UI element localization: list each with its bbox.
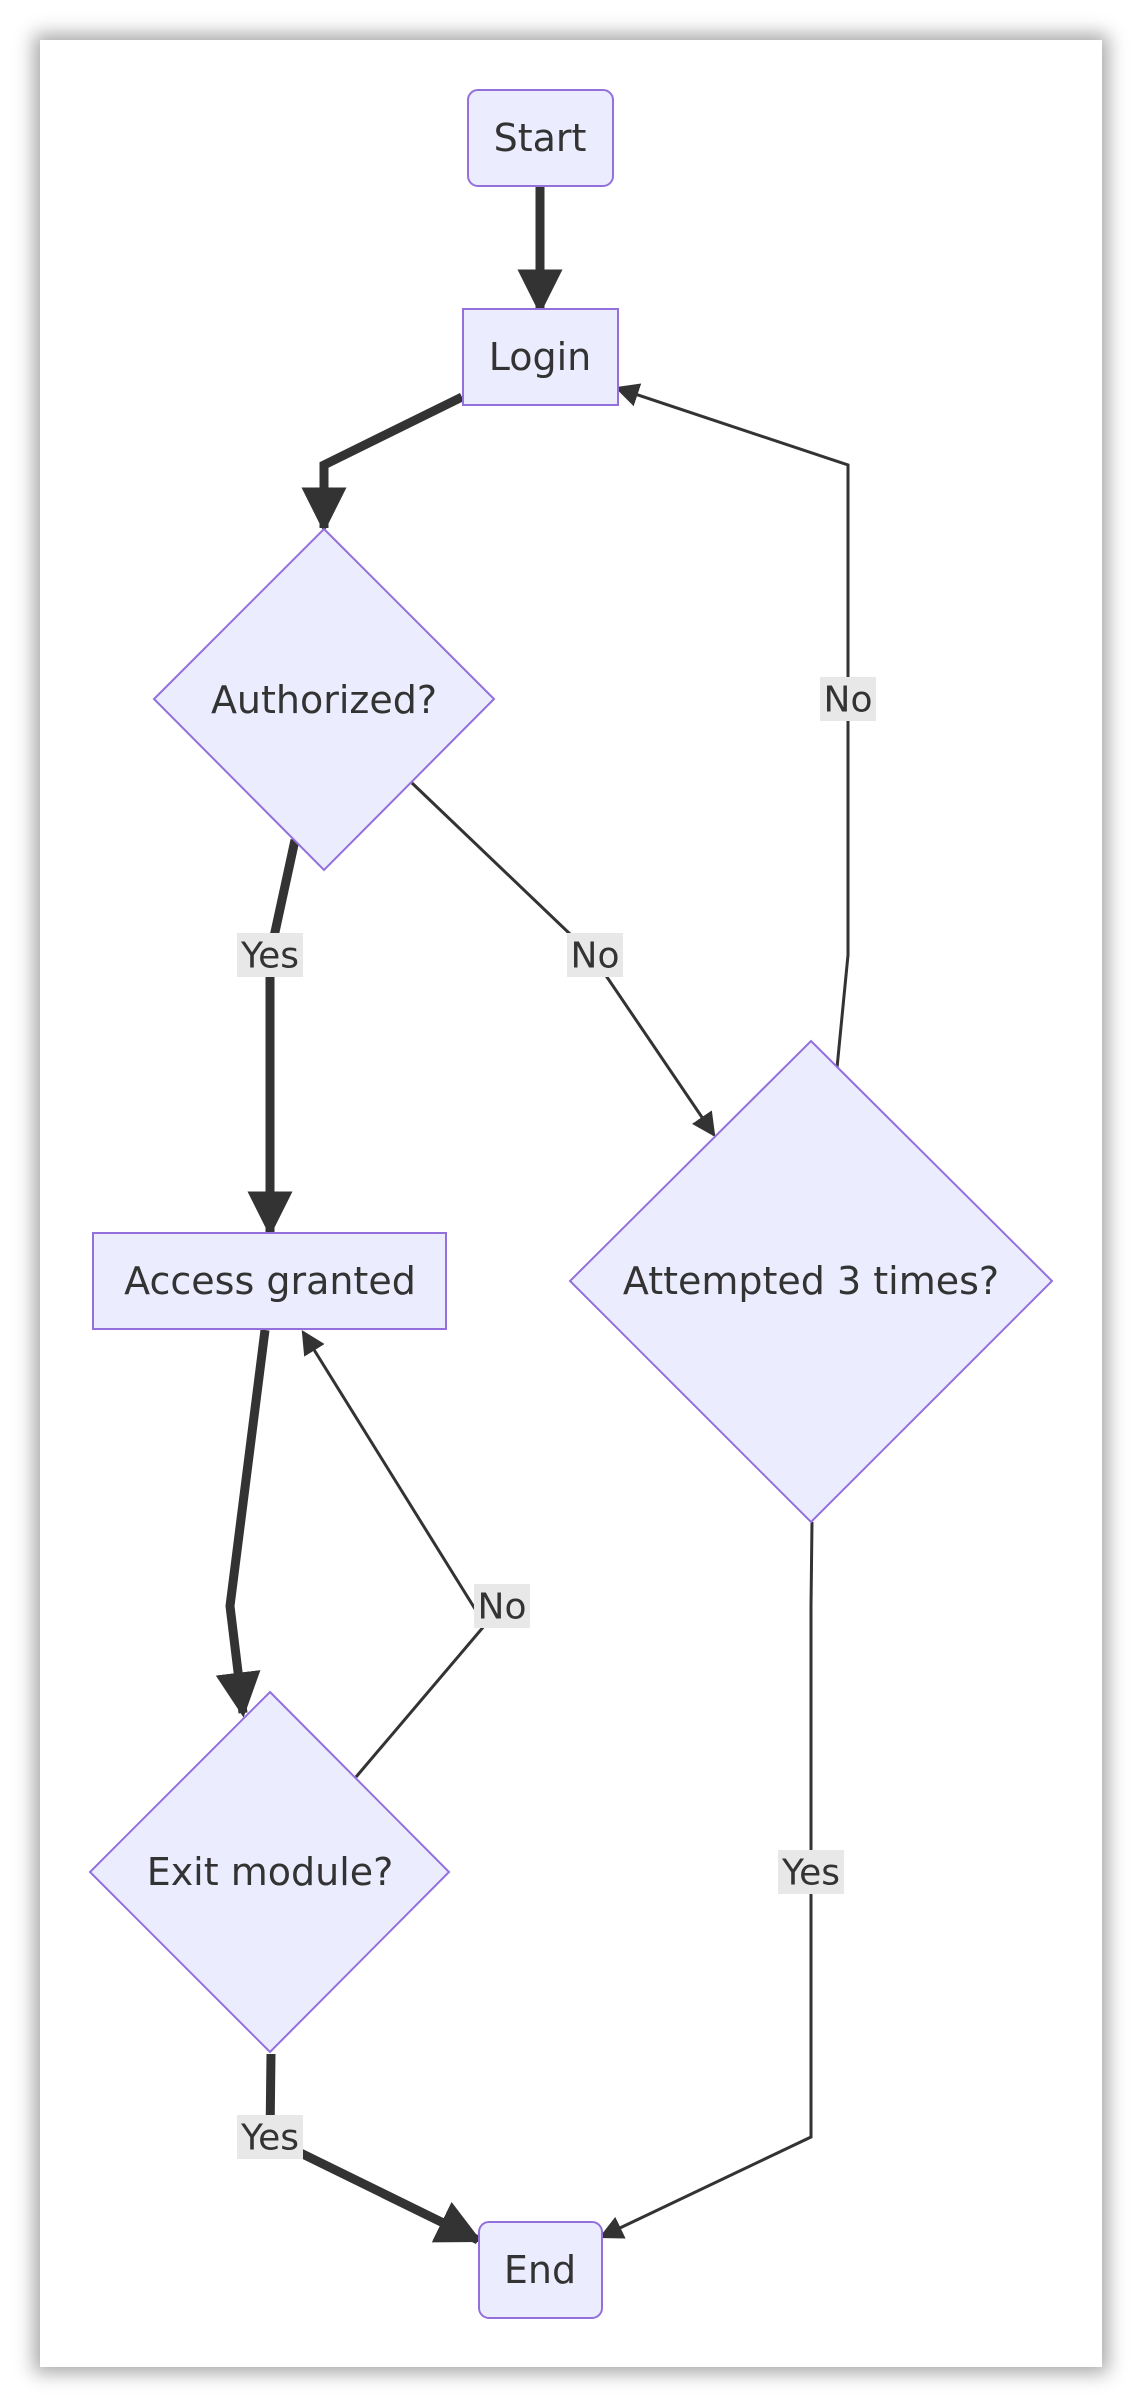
nodes: Start Login Authorized? Attempted 3 time… <box>88 89 1054 2319</box>
node-exit-module: Exit module? <box>88 1690 451 2054</box>
node-exit-module-label: Exit module? <box>147 1850 394 1894</box>
node-end: End <box>478 2221 603 2319</box>
node-start-label: Start <box>494 116 587 160</box>
edge-labels: Yes No No No Yes Yes <box>237 677 876 2159</box>
label-exit-no: No <box>474 1584 530 1628</box>
node-access-granted: Access granted <box>92 1232 447 1330</box>
node-attempted-label: Attempted 3 times? <box>623 1259 999 1303</box>
node-start: Start <box>467 89 614 187</box>
label-attempted-no: No <box>820 677 876 721</box>
label-exit-yes-text: Yes <box>240 2118 299 2159</box>
label-exit-yes: Yes <box>237 2115 303 2159</box>
label-authorized-yes: Yes <box>237 933 303 977</box>
node-end-label: End <box>504 2248 576 2292</box>
node-authorized-label: Authorized? <box>211 678 437 722</box>
edge-authorized-access-yes <box>247 839 300 1237</box>
edge-access-exit <box>215 1329 270 1718</box>
label-attempted-yes: Yes <box>778 1850 844 1894</box>
edge-login-authorized <box>301 392 464 533</box>
edge-attempted-login-no <box>614 383 850 1069</box>
node-login-label: Login <box>489 335 592 379</box>
node-access-granted-label: Access granted <box>124 1259 416 1303</box>
label-attempted-no-text: No <box>824 680 873 721</box>
label-exit-no-text: No <box>478 1587 527 1628</box>
edge-exit-access-no <box>301 1329 487 1778</box>
edge-authorized-attempted-no <box>410 781 716 1137</box>
label-authorized-no: No <box>567 933 623 977</box>
node-login: Login <box>462 308 619 406</box>
node-attempted: Attempted 3 times? <box>568 1039 1054 1524</box>
label-attempted-yes-text: Yes <box>781 1853 840 1894</box>
label-authorized-no-text: No <box>571 936 620 977</box>
node-authorized: Authorized? <box>152 527 496 872</box>
label-authorized-yes-text: Yes <box>240 936 299 977</box>
